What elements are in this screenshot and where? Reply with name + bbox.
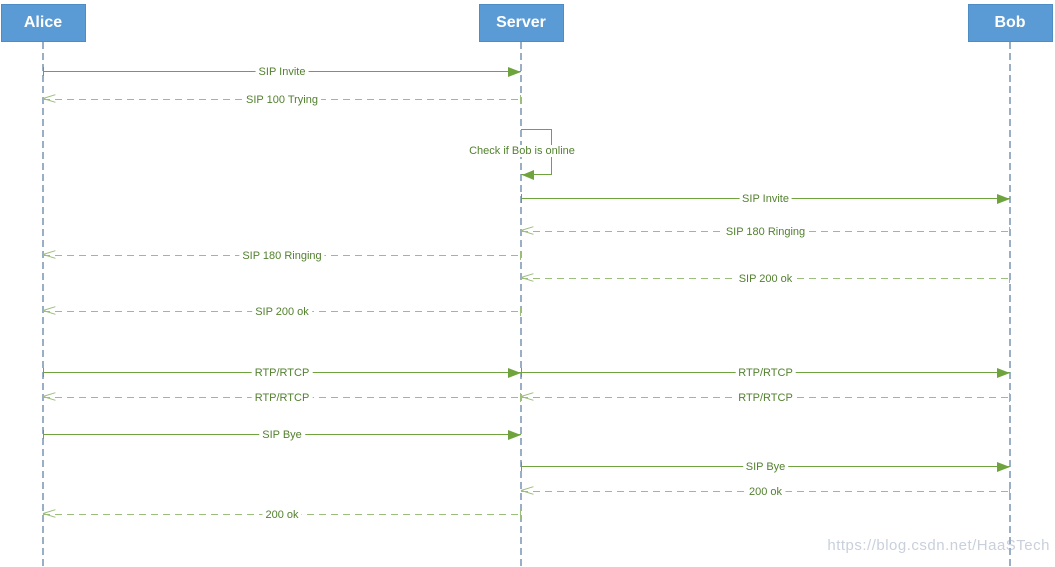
origin-tick (519, 307, 521, 316)
message-label: 200 ok (262, 509, 302, 521)
actor-box-server: Server (478, 4, 564, 42)
message-label: SIP 200 ok (252, 306, 312, 318)
actor-box-bob: Bob (967, 4, 1053, 42)
actor-box-alice: Alice (0, 4, 86, 42)
message-label: RTP/RTCP (251, 367, 313, 379)
message-label: RTP/RTCP (251, 392, 313, 404)
actor-label: Bob (994, 14, 1026, 31)
message-label: SIP Invite (255, 66, 309, 78)
arrowhead-icon (997, 193, 1010, 204)
message-label: SIP 180 Ringing (239, 250, 325, 262)
actor-label: Server (496, 14, 546, 31)
watermark: https://blog.csdn.net/HaaSTech (827, 537, 1050, 554)
origin-tick (1008, 487, 1010, 496)
lifeline-alice (42, 42, 44, 567)
origin-tick (1008, 393, 1010, 402)
message-label: SIP Invite (739, 193, 792, 205)
message-label: SIP Bye (742, 461, 789, 473)
message-label: SIP 180 Ringing (722, 226, 809, 238)
arrowhead-icon (508, 367, 521, 378)
message-label: 200 ok (745, 486, 786, 498)
origin-tick (43, 430, 45, 439)
origin-tick (519, 251, 521, 260)
origin-tick (521, 462, 523, 471)
message-label: RTP/RTCP (735, 392, 796, 404)
message-label: SIP 100 Trying (243, 94, 321, 106)
origin-tick (1008, 227, 1010, 236)
origin-tick (519, 510, 521, 519)
origin-tick (519, 393, 521, 402)
actor-label: Alice (23, 14, 63, 31)
arrowhead-icon (997, 461, 1010, 472)
arrowhead-icon (508, 66, 521, 77)
arrowhead-icon (997, 367, 1010, 378)
origin-tick (519, 95, 521, 104)
origin-tick (521, 368, 523, 377)
message-label: Check if Bob is online (466, 145, 578, 157)
message-label: RTP/RTCP (735, 367, 796, 379)
arrowhead-icon (508, 429, 521, 440)
message-label: SIP 200 ok (735, 273, 796, 285)
origin-tick (1008, 274, 1010, 283)
origin-tick (43, 368, 45, 377)
lifeline-bob (1009, 42, 1011, 567)
origin-tick (521, 194, 523, 203)
arrowhead-icon (522, 169, 534, 180)
origin-tick (43, 67, 45, 76)
message-label: SIP Bye (259, 429, 305, 441)
lifeline-server (520, 42, 522, 567)
